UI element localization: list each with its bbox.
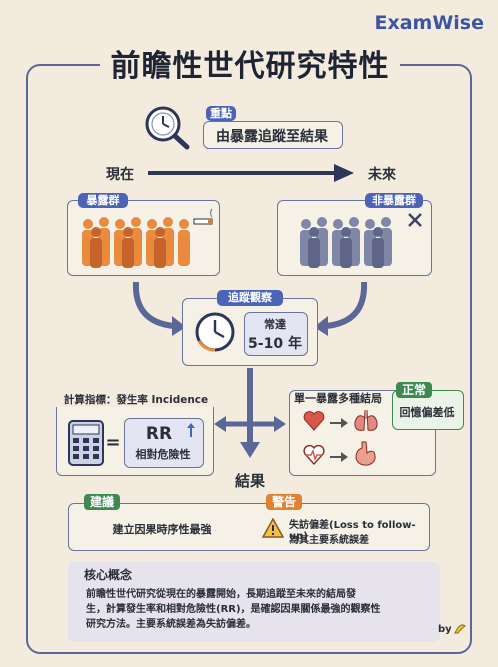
- bottom-box: [68, 503, 430, 551]
- unexposed-people-icon: [296, 212, 408, 270]
- magnifier-clock-icon: [142, 103, 192, 151]
- core-line-1: 前瞻性世代研究從現在的暴露開始，長期追蹤至未來的結局發: [86, 589, 356, 600]
- unexposed-to-followup-arrow: [312, 280, 372, 340]
- warning-icon: [261, 517, 285, 538]
- core-line-2: 生，計算發生率和相對危險性(RR)，是確認因果關係最強的觀察性: [86, 604, 381, 615]
- normal-text: 回憶偏差低: [399, 406, 455, 419]
- exposed-people-icon: [76, 212, 196, 270]
- warning-line-2: 為其主要系統誤差: [289, 535, 369, 546]
- indicator-label: 計算指標：發生率 Incidence: [54, 392, 218, 407]
- timeline-end: 未來: [368, 167, 396, 183]
- equals-sign: =: [105, 432, 121, 453]
- warning-tag: 警告: [266, 494, 302, 510]
- arrow-up-icon: [186, 422, 196, 437]
- core-box: [68, 562, 440, 642]
- key-point-tag: 重點: [206, 106, 236, 121]
- duration-box: [244, 312, 308, 356]
- calculator-icon: [68, 420, 104, 466]
- duration-value: 5-10 年: [248, 336, 302, 352]
- arrow-right-icon-2: [330, 448, 348, 462]
- outcome-label: 結果: [234, 472, 265, 490]
- duration-prefix: 常達: [264, 318, 286, 331]
- ecg-heart-icon: [302, 442, 326, 466]
- lungs-icon: [352, 408, 380, 434]
- exposed-group-tag: 暴露群: [78, 193, 128, 208]
- clock-icon: [194, 311, 236, 353]
- exposed-to-followup-arrow: [128, 280, 188, 340]
- timeline-arrow: [146, 162, 356, 184]
- warning-line-1: 失訪偏差(Loss to follow-up): [289, 520, 416, 542]
- no-smoking-x-icon: [407, 212, 423, 228]
- signature-mark-icon: [452, 620, 468, 636]
- follow-up-tag: 追蹤觀察: [217, 290, 283, 306]
- rr-text: RR: [145, 424, 173, 444]
- key-point-text: 由暴露追蹤至結果: [216, 129, 328, 145]
- arrow-right-icon: [330, 414, 348, 428]
- suggestion-tag: 建議: [84, 494, 120, 510]
- cigarette-icon: [192, 206, 216, 228]
- multi-outcome-label: 單一暴露多種結局: [294, 392, 382, 405]
- signature-text: by: [438, 624, 452, 635]
- core-line-3: 研究方法。主要系統誤差為失訪偏差。: [86, 619, 256, 630]
- key-point-box: [203, 121, 343, 149]
- stomach-icon: [352, 440, 380, 468]
- core-heading: 核心概念: [84, 568, 133, 582]
- suggestion-text: 建立因果時序性最強: [112, 523, 212, 536]
- timeline-start: 現在: [106, 167, 134, 183]
- unexposed-group-tag: 非暴露群: [365, 193, 423, 208]
- page-title: 前瞻性世代研究特性: [100, 45, 400, 89]
- normal-tag: 正常: [396, 382, 432, 398]
- heart-icon: [302, 408, 326, 432]
- followup-to-outcome-arrow: [214, 368, 286, 460]
- rr-desc: 相對危險性: [135, 448, 191, 461]
- brand-logo: ExamWise: [374, 12, 484, 34]
